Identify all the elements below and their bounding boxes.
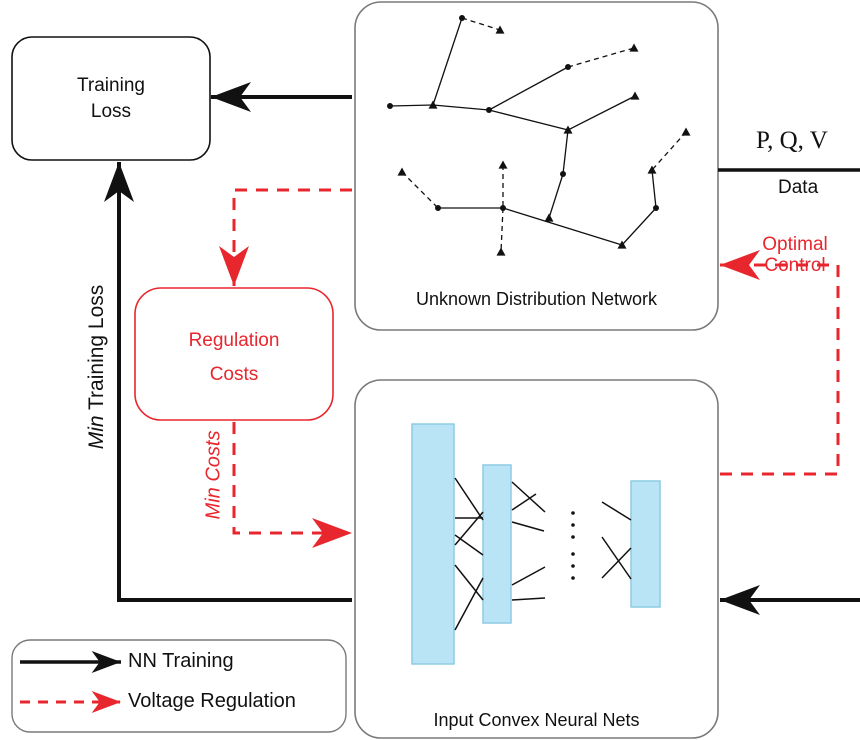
network-box [354, 1, 719, 331]
network-node-triangle [630, 91, 640, 100]
network-node-triangle [647, 165, 657, 174]
nn-layer-2 [482, 464, 512, 624]
nn-layer-1 [411, 423, 455, 665]
nn-connections [454, 477, 632, 631]
network-node-triangle [681, 127, 691, 136]
network-edge [432, 104, 490, 111]
legend-voltage-regulation-label: Voltage Regulation [128, 690, 296, 712]
network-to-regulation-arrow [219, 188, 352, 286]
optimal-control-label: Optimal Control [750, 234, 840, 276]
icnn-box [354, 379, 719, 739]
network-caption: Unknown Distribution Network [415, 289, 658, 309]
min-training-loss-italic: Min [84, 415, 108, 450]
optimal-control-arrow [720, 250, 840, 476]
training-loss-box [11, 36, 211, 161]
optimal-control-line2: Control [764, 254, 826, 276]
network-node-triangle [629, 43, 639, 52]
network-node-triangle [498, 160, 508, 169]
legend-nn-training-label: NN Training [128, 650, 234, 672]
nn-ellipsis-dots [571, 511, 575, 580]
distribution-network-graph [387, 15, 691, 256]
network-node-triangle [496, 247, 506, 256]
min-training-loss-label: Min Training Loss [85, 285, 109, 450]
network-node-dot [565, 64, 571, 70]
network-node-triangle [495, 25, 505, 34]
network-edge [500, 207, 504, 253]
network-node-dot [486, 107, 492, 113]
regulation-costs-line2: Costs [209, 363, 259, 385]
training-loss-label: Training Loss [12, 75, 210, 123]
network-node-triangle [563, 125, 573, 134]
network-node-dot [653, 205, 659, 211]
network-edge [432, 17, 463, 106]
network-node-dot [435, 205, 441, 211]
network-edge [567, 95, 636, 131]
network-edge [548, 173, 564, 219]
network-edge [621, 207, 657, 246]
network-node-dot [560, 171, 566, 177]
regulation-to-icnn-arrow [232, 422, 352, 548]
min-training-loss-text: Training Loss [84, 284, 108, 416]
network-edge [562, 129, 569, 175]
min-costs-label: Min Costs [202, 430, 225, 520]
network-edge [389, 104, 434, 107]
icnn-caption: Input Convex Neural Nets [433, 710, 640, 730]
regulation-costs-line1: Regulation [188, 330, 280, 351]
network-edge [567, 47, 635, 68]
network-node-dot [387, 103, 393, 109]
regulation-costs-label: Regulation Costs [135, 330, 333, 386]
icnn-to-loss-arrow [104, 162, 352, 602]
data-label: Data [778, 177, 819, 198]
network-edge [502, 207, 623, 246]
network-node-triangle [428, 100, 438, 109]
optimal-control-line1: Optimal [762, 234, 828, 255]
training-loss-line1: Training [77, 75, 145, 96]
network-edge [461, 17, 501, 31]
network-node-triangle [397, 167, 407, 176]
network-node-dot [459, 15, 465, 21]
data-variables-label: P, Q, V [756, 127, 828, 154]
training-loss-line2: Loss [90, 100, 132, 122]
network-node-triangle [617, 240, 627, 249]
network-node-dot [500, 205, 506, 211]
nn-layer-3 [630, 480, 661, 608]
network-edge [651, 169, 657, 209]
network-edge [488, 109, 569, 131]
network-node-triangle [544, 213, 554, 222]
regulation-costs-box [134, 287, 334, 421]
network-edge [488, 66, 569, 111]
